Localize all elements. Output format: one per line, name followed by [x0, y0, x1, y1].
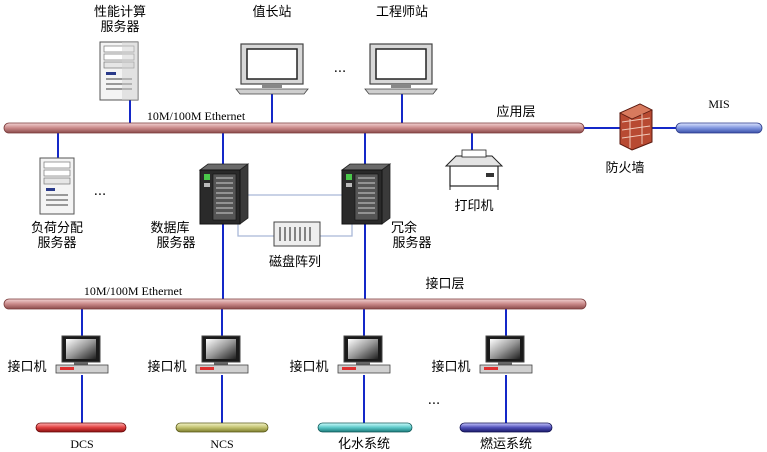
ethernet-bottom-label: 10M/100M Ethernet [84, 284, 183, 298]
app-layer-label: 应用层 [496, 104, 535, 120]
interface-layer-bus [3, 298, 587, 310]
fuel-system-label: 燃运系统 [480, 436, 532, 452]
perf-server-icon [99, 41, 139, 101]
duty-station-icon [235, 43, 309, 95]
interface-machine-label: 接口机 [7, 359, 46, 375]
app-layer-bus [3, 122, 585, 134]
ncs-bus [175, 422, 269, 433]
ethernet-top-label: 10M/100M Ethernet [147, 109, 246, 123]
interface-machine-label: 接口机 [431, 359, 470, 375]
db-server-icon [198, 163, 250, 225]
db-server-label-line2: 服务器 [156, 235, 195, 251]
load-server-label-line2: 服务器 [37, 235, 76, 251]
load-server-label-line1: 负荷分配 [31, 221, 83, 236]
interface-machine-icon [479, 335, 533, 374]
ncs-label: NCS [210, 437, 233, 451]
engineer-station-icon [364, 43, 438, 95]
firewall-label: 防火墙 [605, 160, 644, 176]
redundant-server-label-line1: 冗余 [391, 220, 417, 236]
mis-label: MIS [708, 97, 729, 111]
connection-lines [57, 90, 680, 427]
disk-array-links [237, 194, 353, 237]
ellipsis-mid: ... [94, 184, 106, 199]
firewall-icon [619, 103, 653, 151]
perf-server-label-line2: 服务器 [100, 19, 139, 35]
water-bus [317, 422, 413, 433]
fuel-bus [459, 422, 553, 433]
interface-machine-icon [55, 335, 109, 374]
dcs-label: DCS [70, 437, 93, 451]
printer-label: 打印机 [454, 199, 493, 214]
interface-machine-icon [195, 335, 249, 374]
interface-machine-icon [337, 335, 391, 374]
disk-array-icon [273, 221, 321, 247]
redundant-server-icon [340, 163, 392, 225]
ellipsis-bottom: ... [428, 393, 440, 408]
perf-server-label-line1: 性能计算 [94, 5, 146, 20]
printer-icon [444, 149, 504, 190]
redundant-server-label-line2: 服务器 [392, 235, 431, 251]
disk-array-label: 磁盘阵列 [269, 254, 321, 270]
interface-machine-label: 接口机 [147, 359, 186, 375]
water-system-label: 化水系统 [338, 437, 390, 452]
load-server-icon [39, 157, 75, 215]
mis-bus [675, 122, 763, 134]
interface-machine-label: 接口机 [289, 359, 328, 375]
ellipsis-top: ... [334, 61, 346, 76]
interface-layer-label: 接口层 [425, 276, 464, 292]
db-server-label-line1: 数据库 [150, 220, 189, 236]
engineer-station-label: 工程师站 [376, 5, 428, 20]
dcs-bus [35, 422, 127, 433]
duty-station-label: 值长站 [252, 4, 291, 20]
